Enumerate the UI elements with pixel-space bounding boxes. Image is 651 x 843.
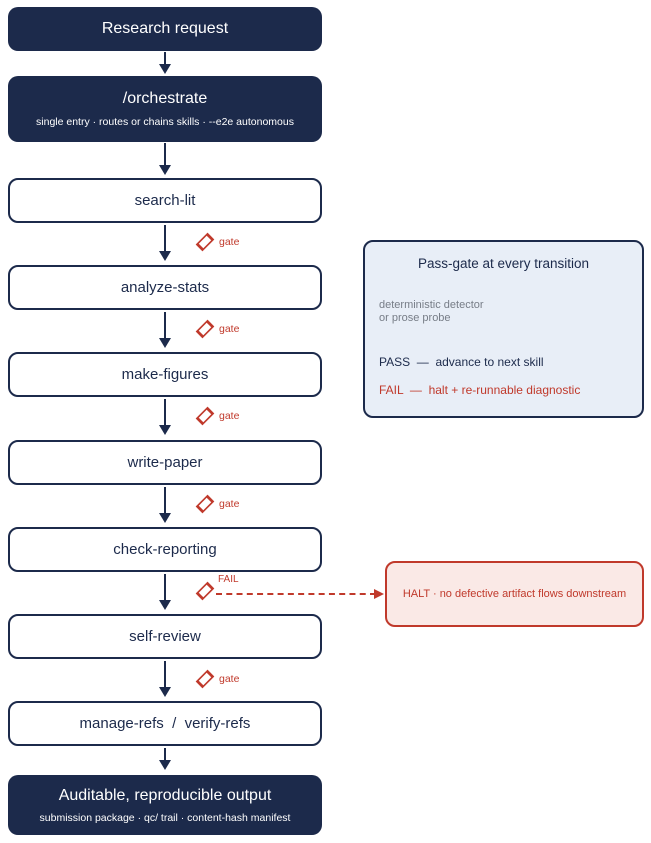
write-paper-node: write-paper [8, 440, 322, 485]
check-reporting-label: check-reporting [113, 541, 217, 558]
make-figures-node: make-figures [8, 352, 322, 397]
gate-marker: gate [195, 232, 240, 252]
arrow [159, 52, 171, 74]
fail-gate-marker [195, 581, 215, 601]
arrow [159, 574, 171, 610]
halt-label: HALT · no defective artifact flows downs… [402, 588, 627, 600]
arrow [159, 399, 171, 435]
fail-label: FAIL [218, 574, 239, 585]
refs-label: manage-refs / verify-refs [79, 715, 251, 732]
halt-box: HALT · no defective artifact flows downs… [385, 561, 644, 627]
orchestrate-label: /orchestrate [122, 90, 208, 107]
pass-gate-legend: Pass-gate at every transition determinis… [363, 240, 644, 418]
gate-label: gate [219, 323, 240, 335]
output-node: Auditable, reproducible output submissio… [8, 775, 322, 835]
arrow [159, 225, 171, 261]
make-figures-label: make-figures [121, 366, 209, 383]
gate-marker: gate [195, 494, 240, 514]
diamond-icon [195, 232, 215, 252]
diamond-icon [195, 581, 215, 601]
check-reporting-node: check-reporting [8, 527, 322, 572]
gate-label: gate [219, 236, 240, 248]
gate-marker: gate [195, 319, 240, 339]
arrow [159, 748, 171, 770]
diamond-icon [195, 319, 215, 339]
fail-dashed-connector [216, 593, 376, 595]
legend-fail: FAIL — halt + re-runnable diagnostic [379, 383, 581, 397]
manage-verify-refs-node: manage-refs / verify-refs [8, 701, 322, 746]
gate-marker: gate [195, 669, 240, 689]
research-request-node: Research request [8, 7, 322, 51]
search-lit-label: search-lit [134, 192, 196, 209]
legend-title: Pass-gate at every transition [417, 256, 590, 271]
legend-detector-line1: deterministic detector [379, 299, 484, 311]
analyze-stats-label: analyze-stats [120, 279, 210, 296]
orchestrate-node: /orchestrate single entry · routes or ch… [8, 76, 322, 142]
gate-marker: gate [195, 406, 240, 426]
legend-pass: PASS — advance to next skill [379, 355, 544, 369]
arrow [159, 143, 171, 175]
output-subtitle: submission package · qc/ trail · content… [39, 811, 291, 824]
search-lit-node: search-lit [8, 178, 322, 223]
self-review-node: self-review [8, 614, 322, 659]
arrow [159, 312, 171, 348]
diamond-icon [195, 669, 215, 689]
research-request-label: Research request [101, 20, 229, 37]
gate-label: gate [219, 673, 240, 685]
arrow [159, 487, 171, 523]
write-paper-label: write-paper [127, 454, 203, 471]
diamond-icon [195, 406, 215, 426]
gate-label: gate [219, 498, 240, 510]
legend-detector-line2: or prose probe [379, 312, 451, 324]
gate-label: gate [219, 410, 240, 422]
analyze-stats-node: analyze-stats [8, 265, 322, 310]
output-label: Auditable, reproducible output [58, 786, 272, 804]
arrow [159, 661, 171, 697]
orchestrate-subtitle: single entry · routes or chains skills ·… [36, 116, 294, 128]
diamond-icon [195, 494, 215, 514]
fail-arrowhead [374, 589, 384, 599]
self-review-label: self-review [129, 628, 201, 645]
legend-detector: deterministic detector or prose probe [379, 299, 628, 325]
